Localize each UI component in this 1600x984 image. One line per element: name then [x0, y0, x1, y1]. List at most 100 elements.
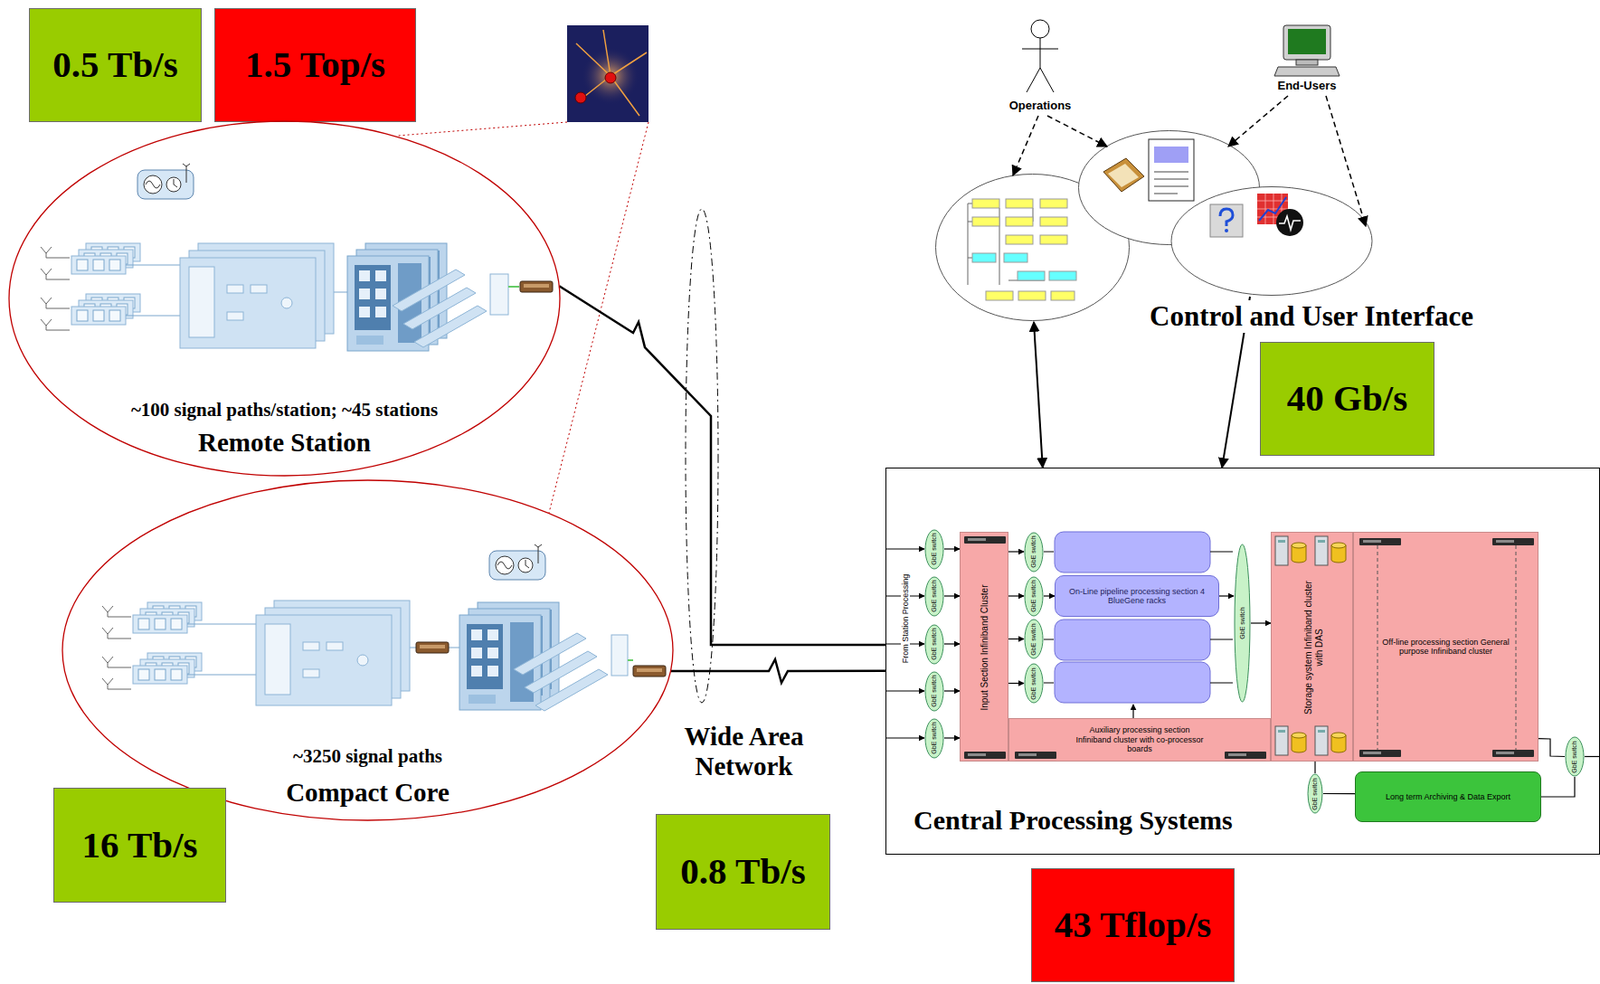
rate-box: 0.5 Tb/s [28, 8, 202, 123]
text-slot: On-Line pipeline processing section 4 Bl… [1055, 576, 1219, 616]
connector [1228, 95, 1288, 147]
rate-box: 1.5 Top/s [214, 8, 417, 123]
gbe-switch: GbE switch [924, 718, 945, 759]
station-electronics [40, 268, 70, 280]
label-text: From Station Processing [900, 574, 910, 664]
core-electronics [489, 544, 546, 580]
interface-bubbles [1171, 187, 1373, 296]
operator-figure [1031, 19, 1050, 38]
node-text: Long term Archiving & Data Export [1385, 792, 1511, 802]
network-bracket [685, 208, 719, 703]
node-text: GbE switch [1571, 738, 1579, 776]
core-electronics [255, 615, 392, 706]
text-slot: 1.5 Top/s [215, 9, 416, 122]
node-text: 0.8 Tb/s [680, 850, 805, 893]
band-icons [967, 538, 986, 541]
label-text: Wide Area Network [664, 721, 824, 783]
interface-bubbles [1154, 146, 1189, 163]
text-slot: 16 Tb/s [54, 788, 226, 902]
ellipse-outline [1024, 619, 1043, 659]
band-icons [1359, 538, 1402, 546]
text-slot: Wide Area Network [664, 721, 824, 783]
connector [1013, 115, 1039, 176]
station-electronics [71, 306, 126, 325]
node-text: GbE switch [1030, 665, 1038, 702]
computer-icon [1287, 28, 1326, 55]
band-icons [1275, 536, 1288, 566]
node-text: ~100 signal paths/station; ~45 stations [62, 398, 507, 421]
processing-internals [1584, 756, 1600, 758]
core-electronics [132, 665, 188, 684]
interface-bubbles [967, 203, 1045, 285]
core-electronics [633, 665, 666, 677]
core-electronics [416, 642, 449, 654]
text-slot: 43 Tflop/s [1031, 869, 1234, 982]
connector [1043, 595, 1055, 597]
text-slot: GbE switch [1030, 533, 1038, 570]
interface-bubbles [1017, 271, 1045, 281]
text-slot: GbE switch [1030, 577, 1038, 615]
text-slot: GbE switch [1311, 776, 1319, 813]
connector [1323, 793, 1355, 795]
node-text: GbE switch [1311, 776, 1319, 813]
band-icons [1315, 726, 1328, 756]
connector [1250, 622, 1271, 624]
sky-image [576, 29, 647, 116]
band-icons [1018, 753, 1037, 757]
node-text: Auxiliary processing section Infiniband … [1071, 725, 1208, 754]
connector [885, 690, 925, 692]
text-slot: Remote Station [62, 427, 507, 458]
station-ellipse: ~100 signal paths/station; ~45 stationsR… [8, 120, 561, 477]
text-slot: GbE switch [1238, 596, 1246, 651]
band-icons [1359, 749, 1402, 758]
band-icons [1278, 539, 1286, 543]
node-text: 16 Tb/s [81, 823, 198, 867]
interface-bubbles [1049, 271, 1077, 281]
processing-internals [1054, 531, 1211, 573]
gbe-switch: GbE switch [924, 624, 945, 665]
text-slot: ~3250 signal paths [115, 745, 620, 767]
rate-box: 0.8 Tb/s [655, 814, 831, 930]
node-text: GbE switch [1030, 577, 1038, 615]
ellipse-outline [925, 530, 944, 569]
connector [1033, 321, 1043, 468]
interface-bubbles [1005, 198, 1033, 209]
station-electronics [71, 255, 126, 275]
connector [885, 548, 925, 550]
connector [1008, 638, 1024, 640]
node-text: 43 Tflop/s [1054, 903, 1212, 947]
band-icons [1291, 542, 1307, 549]
interface-bubbles [985, 291, 1014, 301]
interface-bubbles [936, 131, 1373, 322]
interface-bubbles [1040, 198, 1068, 209]
station-electronics [490, 274, 509, 315]
text-slot: 40 Gb/s [1260, 342, 1434, 455]
node-text: GbE switch [930, 577, 938, 615]
band-icons [967, 753, 986, 757]
interface-bubbles [1224, 228, 1229, 233]
text-slot: Operations [994, 99, 1086, 114]
core-electronics [102, 678, 132, 690]
core-electronics [102, 627, 132, 639]
connector [1008, 595, 1024, 597]
connector [944, 690, 960, 692]
band-icons [1014, 751, 1057, 759]
text-slot: Central Processing Systems [913, 804, 1294, 837]
node-text: Storage system Infiniband cluster with D… [1302, 579, 1324, 716]
station-electronics [40, 297, 70, 309]
processing-internals [1054, 662, 1211, 703]
connector [1008, 550, 1024, 552]
ellipse-outline [8, 120, 561, 477]
interface-bubbles [1079, 131, 1260, 246]
band-icons [1224, 751, 1267, 759]
ellipse-outline [9, 121, 560, 476]
interface-bubbles [1005, 217, 1033, 227]
node-text: Central Processing Systems [913, 804, 1294, 837]
gbe-switch: GbE switch [1023, 576, 1044, 617]
node-text: Control and User Interface [1149, 300, 1474, 333]
interface-bubbles [1103, 158, 1145, 192]
ellipse-outline [925, 577, 944, 616]
sky-image [575, 92, 587, 104]
ellipse-outline [925, 624, 944, 664]
node-text: GbE switch [930, 530, 938, 568]
